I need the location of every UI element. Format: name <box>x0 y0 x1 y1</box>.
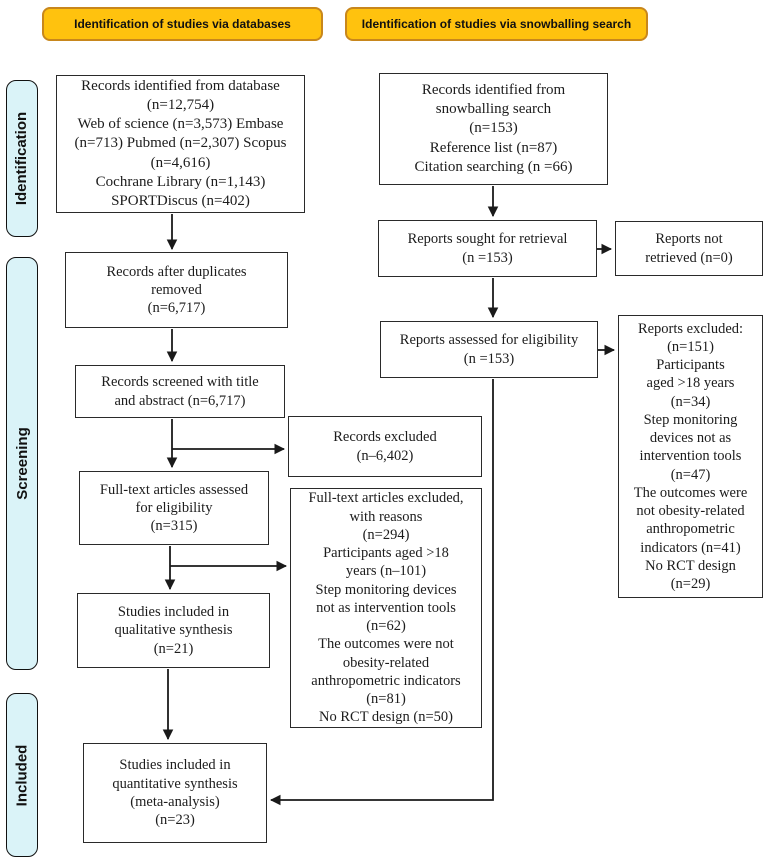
box-qualitative-synthesis: Studies included in qualitative synthesi… <box>77 593 270 668</box>
box-reports-excluded: Reports excluded: (n=151) Participants a… <box>618 315 763 598</box>
stage-screening-label: Screening <box>13 427 31 500</box>
box-quantitative-synthesis-text: Studies included in quantitative synthes… <box>112 757 238 829</box>
box-records-identified-databases-text: Records identified from database (n=12,7… <box>74 78 287 209</box>
box-reports-not-retrieved-text: Reports not retrieved (n=0) <box>645 231 733 266</box>
box-records-screened: Records screened with title and abstract… <box>75 365 285 418</box>
box-records-identified-snowballing: Records identified from snowballing sear… <box>379 73 608 185</box>
box-reports-excluded-text: Reports excluded: (n=151) Participants a… <box>633 320 748 593</box>
header-snowballing-label: Identification of studies via snowballin… <box>361 17 632 31</box>
box-records-excluded: Records excluded (n–6,402) <box>288 416 482 477</box>
box-records-screened-text: Records screened with title and abstract… <box>101 374 259 409</box>
box-reports-not-retrieved: Reports not retrieved (n=0) <box>615 221 763 276</box>
box-reports-sought: Reports sought for retrieval (n =153) <box>378 220 597 277</box>
stage-screening: Screening <box>6 257 38 670</box>
box-duplicates-removed-text: Records after duplicates removed (n=6,71… <box>106 263 247 317</box>
box-fulltext-excluded-text: Full-text articles excluded, with reason… <box>308 490 464 726</box>
header-snowballing: Identification of studies via snowballin… <box>345 7 648 41</box>
stage-identification-label: Identification <box>13 111 31 206</box>
box-reports-assessed-text: Reports assessed for eligibility (n =153… <box>399 332 579 367</box>
box-quantitative-synthesis: Studies included in quantitative synthes… <box>83 743 267 843</box>
header-databases-label: Identification of studies via databases <box>74 17 291 31</box>
stage-identification: Identification <box>6 80 38 237</box>
box-records-identified-snowballing-text: Records identified from snowballing sear… <box>414 82 573 175</box>
box-fulltext-excluded: Full-text articles excluded, with reason… <box>290 488 482 728</box>
header-databases: Identification of studies via databases <box>42 7 323 41</box>
stage-included: Included <box>6 693 38 857</box>
box-fulltext-assessed: Full-text articles assessed for eligibil… <box>79 471 269 545</box>
stage-included-label: Included <box>13 744 31 806</box>
box-qualitative-synthesis-text: Studies included in qualitative synthesi… <box>114 604 233 657</box>
box-fulltext-assessed-text: Full-text articles assessed for eligibil… <box>99 481 249 535</box>
box-records-excluded-text: Records excluded (n–6,402) <box>333 429 437 464</box>
box-duplicates-removed: Records after duplicates removed (n=6,71… <box>65 252 288 328</box>
box-records-identified-databases: Records identified from database (n=12,7… <box>56 75 305 213</box>
box-reports-sought-text: Reports sought for retrieval (n =153) <box>407 231 568 266</box>
box-reports-assessed: Reports assessed for eligibility (n =153… <box>380 321 598 378</box>
